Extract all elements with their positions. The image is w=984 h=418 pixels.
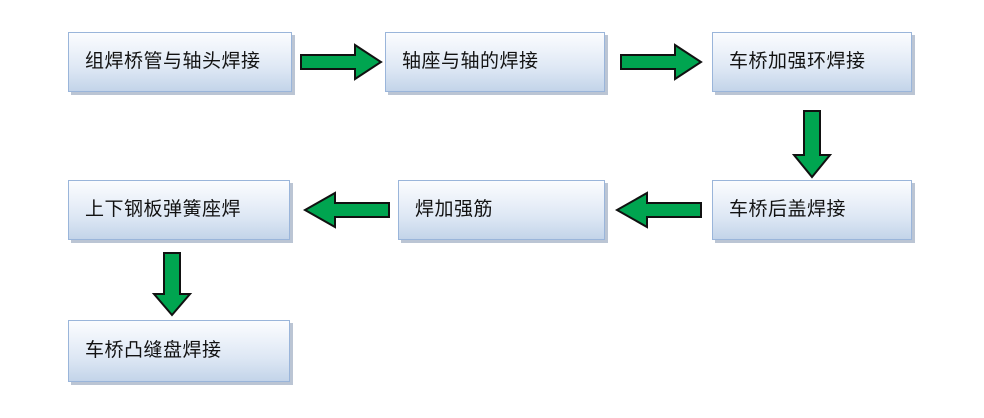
connector-arrow-right-1: [300, 43, 383, 81]
process-node-7-label: 车桥凸缝盘焊接: [85, 339, 222, 361]
connector-arrow-left-1: [614, 191, 702, 229]
connector-arrow-down-2: [151, 252, 193, 317]
process-node-4-label: 车桥后盖焊接: [729, 198, 847, 220]
process-node-3-label: 车桥加强环焊接: [729, 50, 866, 72]
connector-arrow-left-2: [302, 191, 390, 229]
process-node-5[interactable]: 焊加强筋: [398, 180, 605, 240]
process-node-6[interactable]: 上下钢板弹簧座焊: [68, 180, 290, 240]
process-node-1-label: 组焊桥管与轴头焊接: [85, 50, 261, 72]
connector-arrow-right-2: [620, 43, 703, 81]
process-node-3[interactable]: 车桥加强环焊接: [712, 32, 912, 92]
process-node-5-label: 焊加强筋: [415, 198, 494, 220]
process-node-1[interactable]: 组焊桥管与轴头焊接: [68, 32, 292, 92]
process-node-4[interactable]: 车桥后盖焊接: [712, 180, 912, 240]
process-node-2-label: 轴座与轴的焊接: [402, 50, 539, 72]
process-node-6-label: 上下钢板弹簧座焊: [85, 198, 242, 220]
process-node-2[interactable]: 轴座与轴的焊接: [385, 32, 605, 92]
process-node-7[interactable]: 车桥凸缝盘焊接: [68, 320, 290, 382]
connector-arrow-down-1: [791, 110, 833, 179]
